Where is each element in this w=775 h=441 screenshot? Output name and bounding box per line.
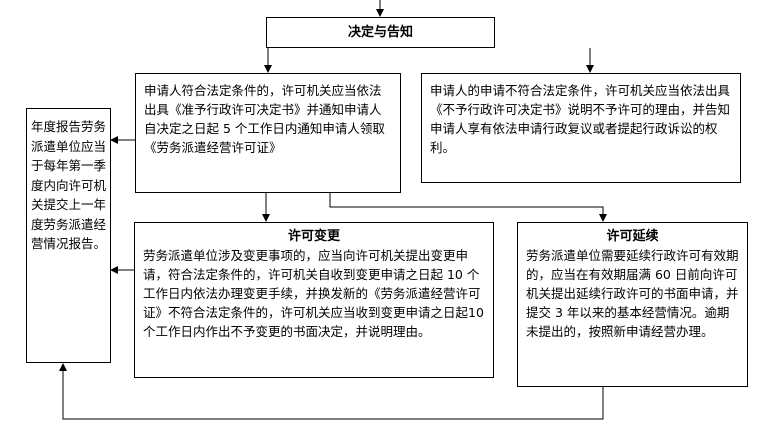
reject-text: 申请人的申请不符合法定条件，许可机关应当依法出具《不予行政许可决定书》说明不予许… <box>430 83 731 155</box>
change-box: 许可变更 劳务派遣单位涉及变更事项的，应当向许可机关提出变更申请，符合法定条件的… <box>134 222 494 378</box>
reject-box: 申请人的申请不符合法定条件，许可机关应当依法出具《不予行政许可决定书》说明不予许… <box>421 73 741 183</box>
extend-box: 许可延续 劳务派遣单位需要延续行政许可有效期的，应当在有效期届满 60 日前向许… <box>517 222 748 387</box>
decision-box: 决定与告知 <box>266 17 495 48</box>
approve-text: 申请人符合法定条件的，许可机关应当依法出具《准予行政许可决定书》并通知申请人自决… <box>144 83 385 155</box>
change-text: 劳务派遣单位涉及变更事项的，应当向许可机关提出变更申请，符合法定条件的，许可机关… <box>143 248 484 339</box>
annual-report-box: 年度报告劳务派遣单位应当于每年第一季度内向许可机关提交上一年度劳务派遣经营情况报… <box>26 108 111 363</box>
extend-title: 许可延续 <box>606 229 659 244</box>
arrow-approve-to-extend <box>329 193 607 222</box>
approve-box: 申请人符合法定条件的，许可机关应当依法出具《准予行政许可决定书》并通知申请人自决… <box>135 73 401 193</box>
change-title: 许可变更 <box>287 229 340 244</box>
annual-report-text: 年度报告劳务派遣单位应当于每年第一季度内向许可机关提交上一年度劳务派遣经营情况报… <box>31 119 107 251</box>
extend-text: 劳务派遣单位需要延续行政许可有效期的，应当在有效期届满 60 日前向许可机关提出… <box>526 248 739 339</box>
arrow-extend-loop-to-annual <box>59 363 604 420</box>
decision-title: 决定与告知 <box>347 25 413 40</box>
